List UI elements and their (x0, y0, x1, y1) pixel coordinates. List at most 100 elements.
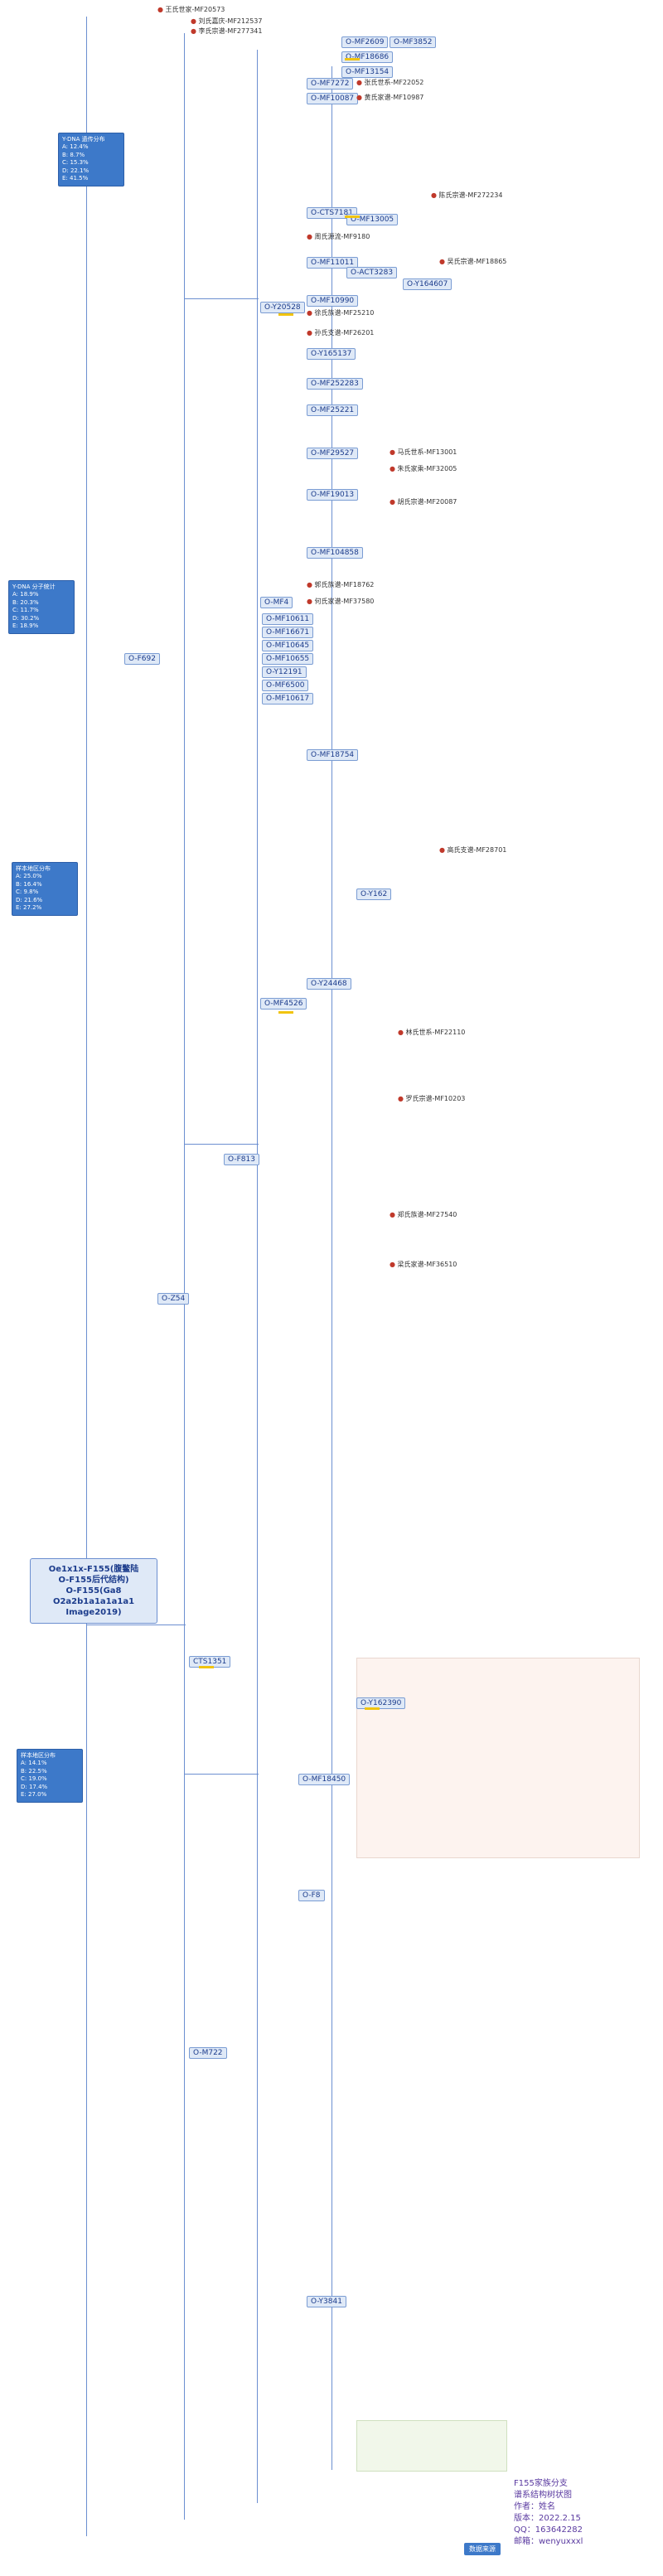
leaf-label: 罗氏宗谱-MF10203 (405, 1095, 466, 1102)
sub-node[interactable]: O-MF19013 (307, 489, 359, 501)
spine-line (184, 33, 185, 2520)
branch-node[interactable]: O-Y24468 (307, 978, 351, 990)
sub-node[interactable]: O-MF18754 (307, 749, 359, 761)
root-line: Oe1x1x-F155(腹鳖陆 (48, 1565, 139, 1574)
footer-line: QQ：163642282 (514, 2525, 583, 2535)
branch-node[interactable]: O-F813 (224, 1154, 259, 1165)
root-line: O-F155后代结构) (58, 1576, 129, 1585)
footer-line: 谱系结构树状图 (514, 2491, 572, 2500)
branch-node[interactable]: O-F8 (298, 1890, 325, 1901)
leaf-item: ● 马氏世系-MF13001 (390, 448, 457, 456)
sub-node[interactable]: O-Y165137 (307, 348, 356, 360)
leaf-label: 张氏世系-MF22052 (364, 79, 424, 86)
leaf-item: ● 郭氏族谱-MF18762 (307, 581, 375, 588)
root-line: Image2019) (65, 1608, 122, 1617)
info-title: 样本地区分布 (16, 865, 51, 872)
info-row: E: 27.0% (21, 1791, 47, 1799)
leaf-item: ● 吴氏宗谱-MF18865 (439, 258, 507, 265)
branch-node[interactable]: O-F692 (124, 653, 160, 665)
info-box: 样本地区分布 A: 14.1% B: 22.5% C: 19.0% D: 17.… (17, 1749, 83, 1803)
leaf-item: ● 陈氏宗谱-MF272234 (431, 191, 503, 199)
sub-node[interactable]: O-MF18686 (341, 51, 394, 63)
leaf-item: ● 高氏支谱-MF28701 (439, 846, 507, 854)
sub-node[interactable]: O-MF10990 (307, 295, 359, 307)
sub-node[interactable]: O-MF11011 (307, 257, 359, 269)
leaf-label: 马氏世系-MF13001 (397, 448, 457, 456)
leaf-item: ● 周氏源流-MF9180 (307, 233, 370, 240)
sub-node[interactable]: O-MF10087 (307, 93, 359, 104)
branch-node[interactable]: O-Z54 (157, 1293, 190, 1305)
leaf-item: ● 徐氏族谱-MF25210 (307, 309, 375, 317)
branch-node[interactable]: O-MF18450 (298, 1774, 351, 1785)
branch-node[interactable]: O-MF4 (260, 597, 293, 608)
info-row: D: 17.4% (21, 1783, 48, 1790)
sub-node[interactable]: O-Y12191 (262, 666, 307, 678)
sub-node[interactable]: O-ACT3283 (346, 267, 398, 278)
info-title: 样本地区分布 (21, 1752, 56, 1759)
leaf-item: ● 罗氏宗谱-MF10203 (398, 1095, 466, 1102)
marker (199, 1666, 214, 1668)
leaf-label: 梁氏家谱-MF36510 (397, 1261, 457, 1268)
spine-line (257, 50, 258, 2503)
sub-node[interactable]: O-MF252283 (307, 378, 363, 390)
info-row: E: 27.2% (16, 904, 42, 912)
leaf-label: 胡氏宗谱-MF20087 (397, 498, 457, 506)
root-line: O2a2b1a1a1a1a1 (52, 1597, 135, 1606)
info-row: D: 22.1% (62, 167, 90, 174)
info-row: B: 8.7% (62, 151, 85, 158)
connector-line (184, 1144, 259, 1145)
sub-node[interactable]: O-Y164607 (403, 278, 452, 290)
info-row: B: 16.4% (16, 880, 42, 888)
sub-node[interactable]: O-MF10611 (262, 613, 314, 625)
branch-node[interactable]: O-M722 (189, 2047, 227, 2059)
leaf-item: ● 刘氏嘉庆-MF212537 (191, 17, 263, 25)
leaf-item: ● 黄氏家谱-MF10987 (356, 94, 424, 101)
root-node[interactable]: Oe1x1x-F155(腹鳖陆 O-F155后代结构) O-F155(Ga8 O… (30, 1558, 157, 1624)
sub-node[interactable]: O-MF13154 (341, 66, 394, 78)
leaf-item: ● 何氏家谱-MF37580 (307, 598, 375, 605)
leaf-item: ● 张氏世系-MF22052 (356, 79, 424, 86)
marker (345, 215, 360, 218)
leaf-label: 高氏支谱-MF28701 (447, 846, 507, 854)
info-row: B: 22.5% (21, 1767, 47, 1775)
leaf-item: ● 朱氏家乘-MF32005 (390, 465, 457, 472)
sub-node[interactable]: O-MF6500 (262, 680, 309, 691)
footer-line: 作者：姓名 (514, 2502, 555, 2511)
leaf-label: 黄氏家谱-MF10987 (364, 94, 424, 101)
footer-line: F155家族分支 (514, 2479, 568, 2488)
info-row: C: 15.3% (62, 159, 89, 167)
sub-node[interactable]: O-MF29527 (307, 448, 359, 459)
footer-line: 版本：2022.2.15 (514, 2514, 581, 2523)
branch-node[interactable]: O-Y3841 (307, 2296, 346, 2307)
sub-node[interactable]: O-MF16671 (262, 627, 314, 638)
sub-node[interactable]: O-MF10655 (262, 653, 314, 665)
leaf-label: 徐氏族谱-MF25210 (314, 309, 375, 317)
sub-node[interactable]: O-MF2609 (341, 36, 389, 48)
root-line: O-F155(Ga8 (65, 1586, 122, 1595)
sub-node[interactable]: O-MF104858 (307, 547, 363, 559)
info-title: Y-DNA 分子统计 (12, 583, 56, 590)
info-row: C: 9.8% (16, 889, 39, 896)
sub-node[interactable]: O-MF10645 (262, 640, 314, 651)
branch-node[interactable]: O-MF4526 (260, 998, 307, 1010)
sub-node[interactable]: O-MF3852 (390, 36, 437, 48)
info-row: D: 30.2% (12, 614, 40, 622)
info-title: Y-DNA 遗传分布 (62, 136, 105, 143)
leaf-item: ● 梁氏家谱-MF36510 (390, 1261, 457, 1268)
sub-node[interactable]: O-CTS7181 (307, 207, 357, 219)
leaf-label: 朱氏家乘-MF32005 (397, 465, 457, 472)
info-box: 样本地区分布 A: 25.0% B: 16.4% C: 9.8% D: 21.6… (12, 862, 78, 916)
sub-node[interactable]: O-MF7272 (307, 78, 354, 90)
sub-node[interactable]: O-MF25221 (307, 404, 359, 416)
branch-node[interactable]: O-Y162390 (356, 1697, 406, 1709)
branch-node[interactable]: O-Y162 (356, 889, 392, 900)
leaf-label: 郑氏族谱-MF27540 (397, 1211, 457, 1218)
info-row: E: 41.5% (62, 175, 89, 182)
highlight-section (356, 2420, 507, 2472)
leaf-item: ● 李氏宗谱-MF277341 (191, 27, 263, 35)
leaf-label: 何氏家谱-MF37580 (314, 598, 375, 605)
sub-node[interactable]: O-MF10617 (262, 693, 314, 705)
footer-line: 邮箱：wenyuxxxl (514, 2537, 583, 2546)
leaf-item: ● 孙氏支谱-MF26201 (307, 329, 375, 337)
branch-node[interactable]: O-Y20528 (260, 302, 305, 313)
